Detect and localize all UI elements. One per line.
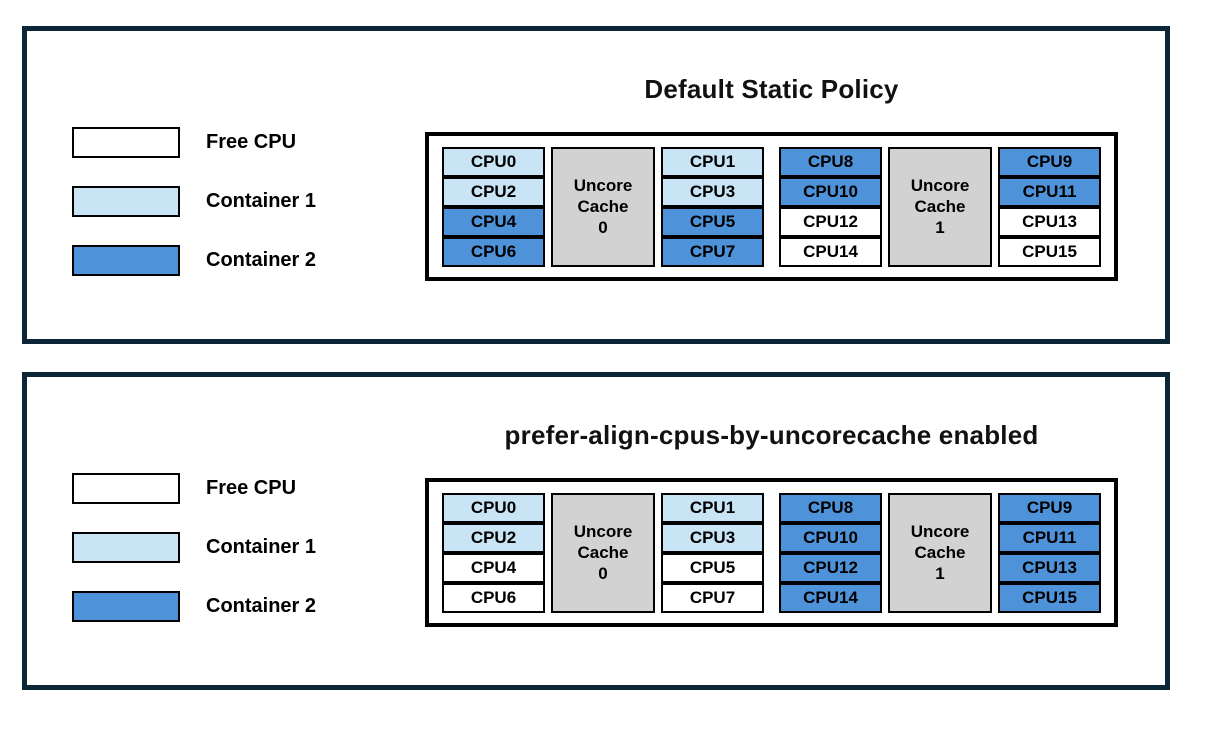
cpu-cell-cpu5: CPU5 <box>661 552 764 583</box>
uncore-cache-label-line: 0 <box>598 564 608 583</box>
legend-label: Container 2 <box>206 249 317 271</box>
panel-title: prefer-align-cpus-by-uncorecache enabled <box>504 420 1039 450</box>
legend-swatch-free <box>72 473 180 504</box>
legend-item: Container 2 <box>72 245 316 276</box>
cpu-cell-cpu7: CPU7 <box>661 582 764 613</box>
cpu-cell-cpu5: CPU5 <box>661 206 764 237</box>
cpu-cell-cpu13: CPU13 <box>998 552 1101 583</box>
cpu-cell-cpu1: CPU1 <box>661 146 764 177</box>
legend-label: Container 1 <box>206 536 317 558</box>
legend: Free CPU Container 1 Container 2 <box>72 127 316 304</box>
cpu-cell-cpu7: CPU7 <box>661 236 764 267</box>
cpu-cell-cpu1: CPU1 <box>661 492 764 523</box>
legend-item: Container 2 <box>72 591 316 622</box>
legend-swatch-c1 <box>72 532 180 563</box>
cpu-cell-cpu13: CPU13 <box>998 206 1101 237</box>
cpu-cell-cpu2: CPU2 <box>442 522 545 553</box>
cpu-cell-cpu11: CPU11 <box>998 176 1101 207</box>
cpu-cell-cpu8: CPU8 <box>779 146 882 177</box>
legend-item: Container 1 <box>72 186 316 217</box>
legend-item: Container 1 <box>72 532 316 563</box>
cpu-cell-cpu15: CPU15 <box>998 582 1101 613</box>
cpu-cell-cpu14: CPU14 <box>779 582 882 613</box>
panel-default-static-policy: Default Static Policy Free CPU Container … <box>22 26 1170 344</box>
cpu-cell-cpu9: CPU9 <box>998 146 1101 177</box>
cpu-cell-cpu4: CPU4 <box>442 206 545 237</box>
panel-prefer-align-uncorecache: prefer-align-cpus-by-uncorecache enabled… <box>22 372 1170 690</box>
cpu-cell-cpu10: CPU10 <box>779 176 882 207</box>
legend-label: Free CPU <box>206 131 297 153</box>
uncore-cache-label-line: Uncore <box>573 176 633 195</box>
cpu-cell-cpu2: CPU2 <box>442 176 545 207</box>
uncore-cache-label-line: Cache <box>914 197 966 216</box>
legend-item: Free CPU <box>72 473 316 504</box>
legend-label: Free CPU <box>206 477 297 499</box>
cpu-cell-cpu9: CPU9 <box>998 492 1101 523</box>
cpu-cell-cpu0: CPU0 <box>442 492 545 523</box>
cpu-cell-cpu3: CPU3 <box>661 522 764 553</box>
legend-swatch-c2 <box>72 245 180 276</box>
legend-swatch-c1 <box>72 186 180 217</box>
uncore-cache-label-line: 1 <box>935 218 945 237</box>
uncore-cache-label-line: 0 <box>598 218 608 237</box>
uncore-cache-label-line: Uncore <box>573 522 633 541</box>
cpu-cell-cpu4: CPU4 <box>442 552 545 583</box>
uncore-cache-label-line: Cache <box>577 197 629 216</box>
cpu-cell-cpu6: CPU6 <box>442 236 545 267</box>
uncore-cache-label-line: 1 <box>935 564 945 583</box>
cpu-cell-cpu14: CPU14 <box>779 236 882 267</box>
legend-swatch-c2 <box>72 591 180 622</box>
cpu-cell-cpu11: CPU11 <box>998 522 1101 553</box>
legend: Free CPU Container 1 Container 2 <box>72 473 316 650</box>
uncore-cache-label-line: Cache <box>914 543 966 562</box>
cpu-cell-cpu15: CPU15 <box>998 236 1101 267</box>
uncore-cache-label-line: Uncore <box>910 522 970 541</box>
uncore-cache-label-line: Cache <box>577 543 629 562</box>
cpu-cell-cpu8: CPU8 <box>779 492 882 523</box>
cpu-cell-cpu12: CPU12 <box>779 552 882 583</box>
panel-title: Default Static Policy <box>644 74 899 104</box>
cpu-cell-cpu3: CPU3 <box>661 176 764 207</box>
cpu-cell-cpu12: CPU12 <box>779 206 882 237</box>
uncore-cache-label-line: Uncore <box>910 176 970 195</box>
cpu-cell-cpu10: CPU10 <box>779 522 882 553</box>
cpu-cell-cpu0: CPU0 <box>442 146 545 177</box>
legend-label: Container 2 <box>206 595 317 617</box>
legend-label: Container 1 <box>206 190 317 212</box>
legend-swatch-free <box>72 127 180 158</box>
legend-item: Free CPU <box>72 127 316 158</box>
cpu-cell-cpu6: CPU6 <box>442 582 545 613</box>
